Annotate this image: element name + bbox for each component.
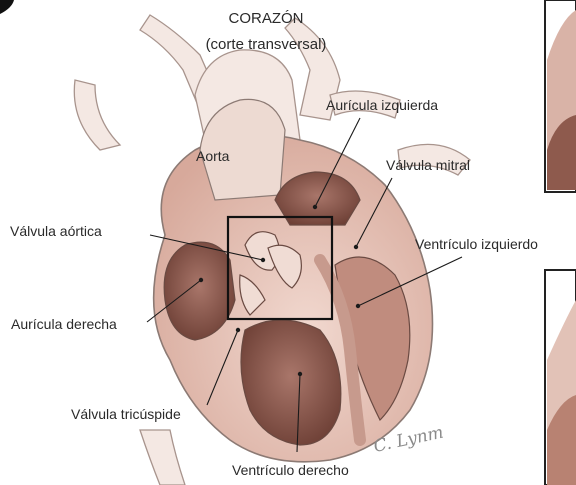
- label-aorta: Aorta: [196, 148, 230, 164]
- label-ventriculo-derecho: Ventrículo derecho: [232, 462, 349, 478]
- title-line1: CORAZÓN: [229, 10, 304, 27]
- title-line2: (corte transversal): [206, 36, 327, 53]
- label-auricula-izquierda: Aurícula izquierda: [326, 97, 438, 113]
- label-auricula-derecha: Aurícula derecha: [11, 316, 117, 332]
- inset-panel-top: [545, 0, 576, 192]
- corner-mark: [0, 0, 14, 14]
- label-valvula-aortica: Válvula aórtica: [10, 223, 102, 239]
- label-valvula-mitral: Válvula mitral: [386, 157, 470, 173]
- label-ventriculo-izquierdo: Ventrículo izquierdo: [415, 236, 538, 252]
- inset-panel-bottom: [545, 270, 576, 485]
- label-valvula-tricuspide: Válvula tricúspide: [71, 406, 181, 422]
